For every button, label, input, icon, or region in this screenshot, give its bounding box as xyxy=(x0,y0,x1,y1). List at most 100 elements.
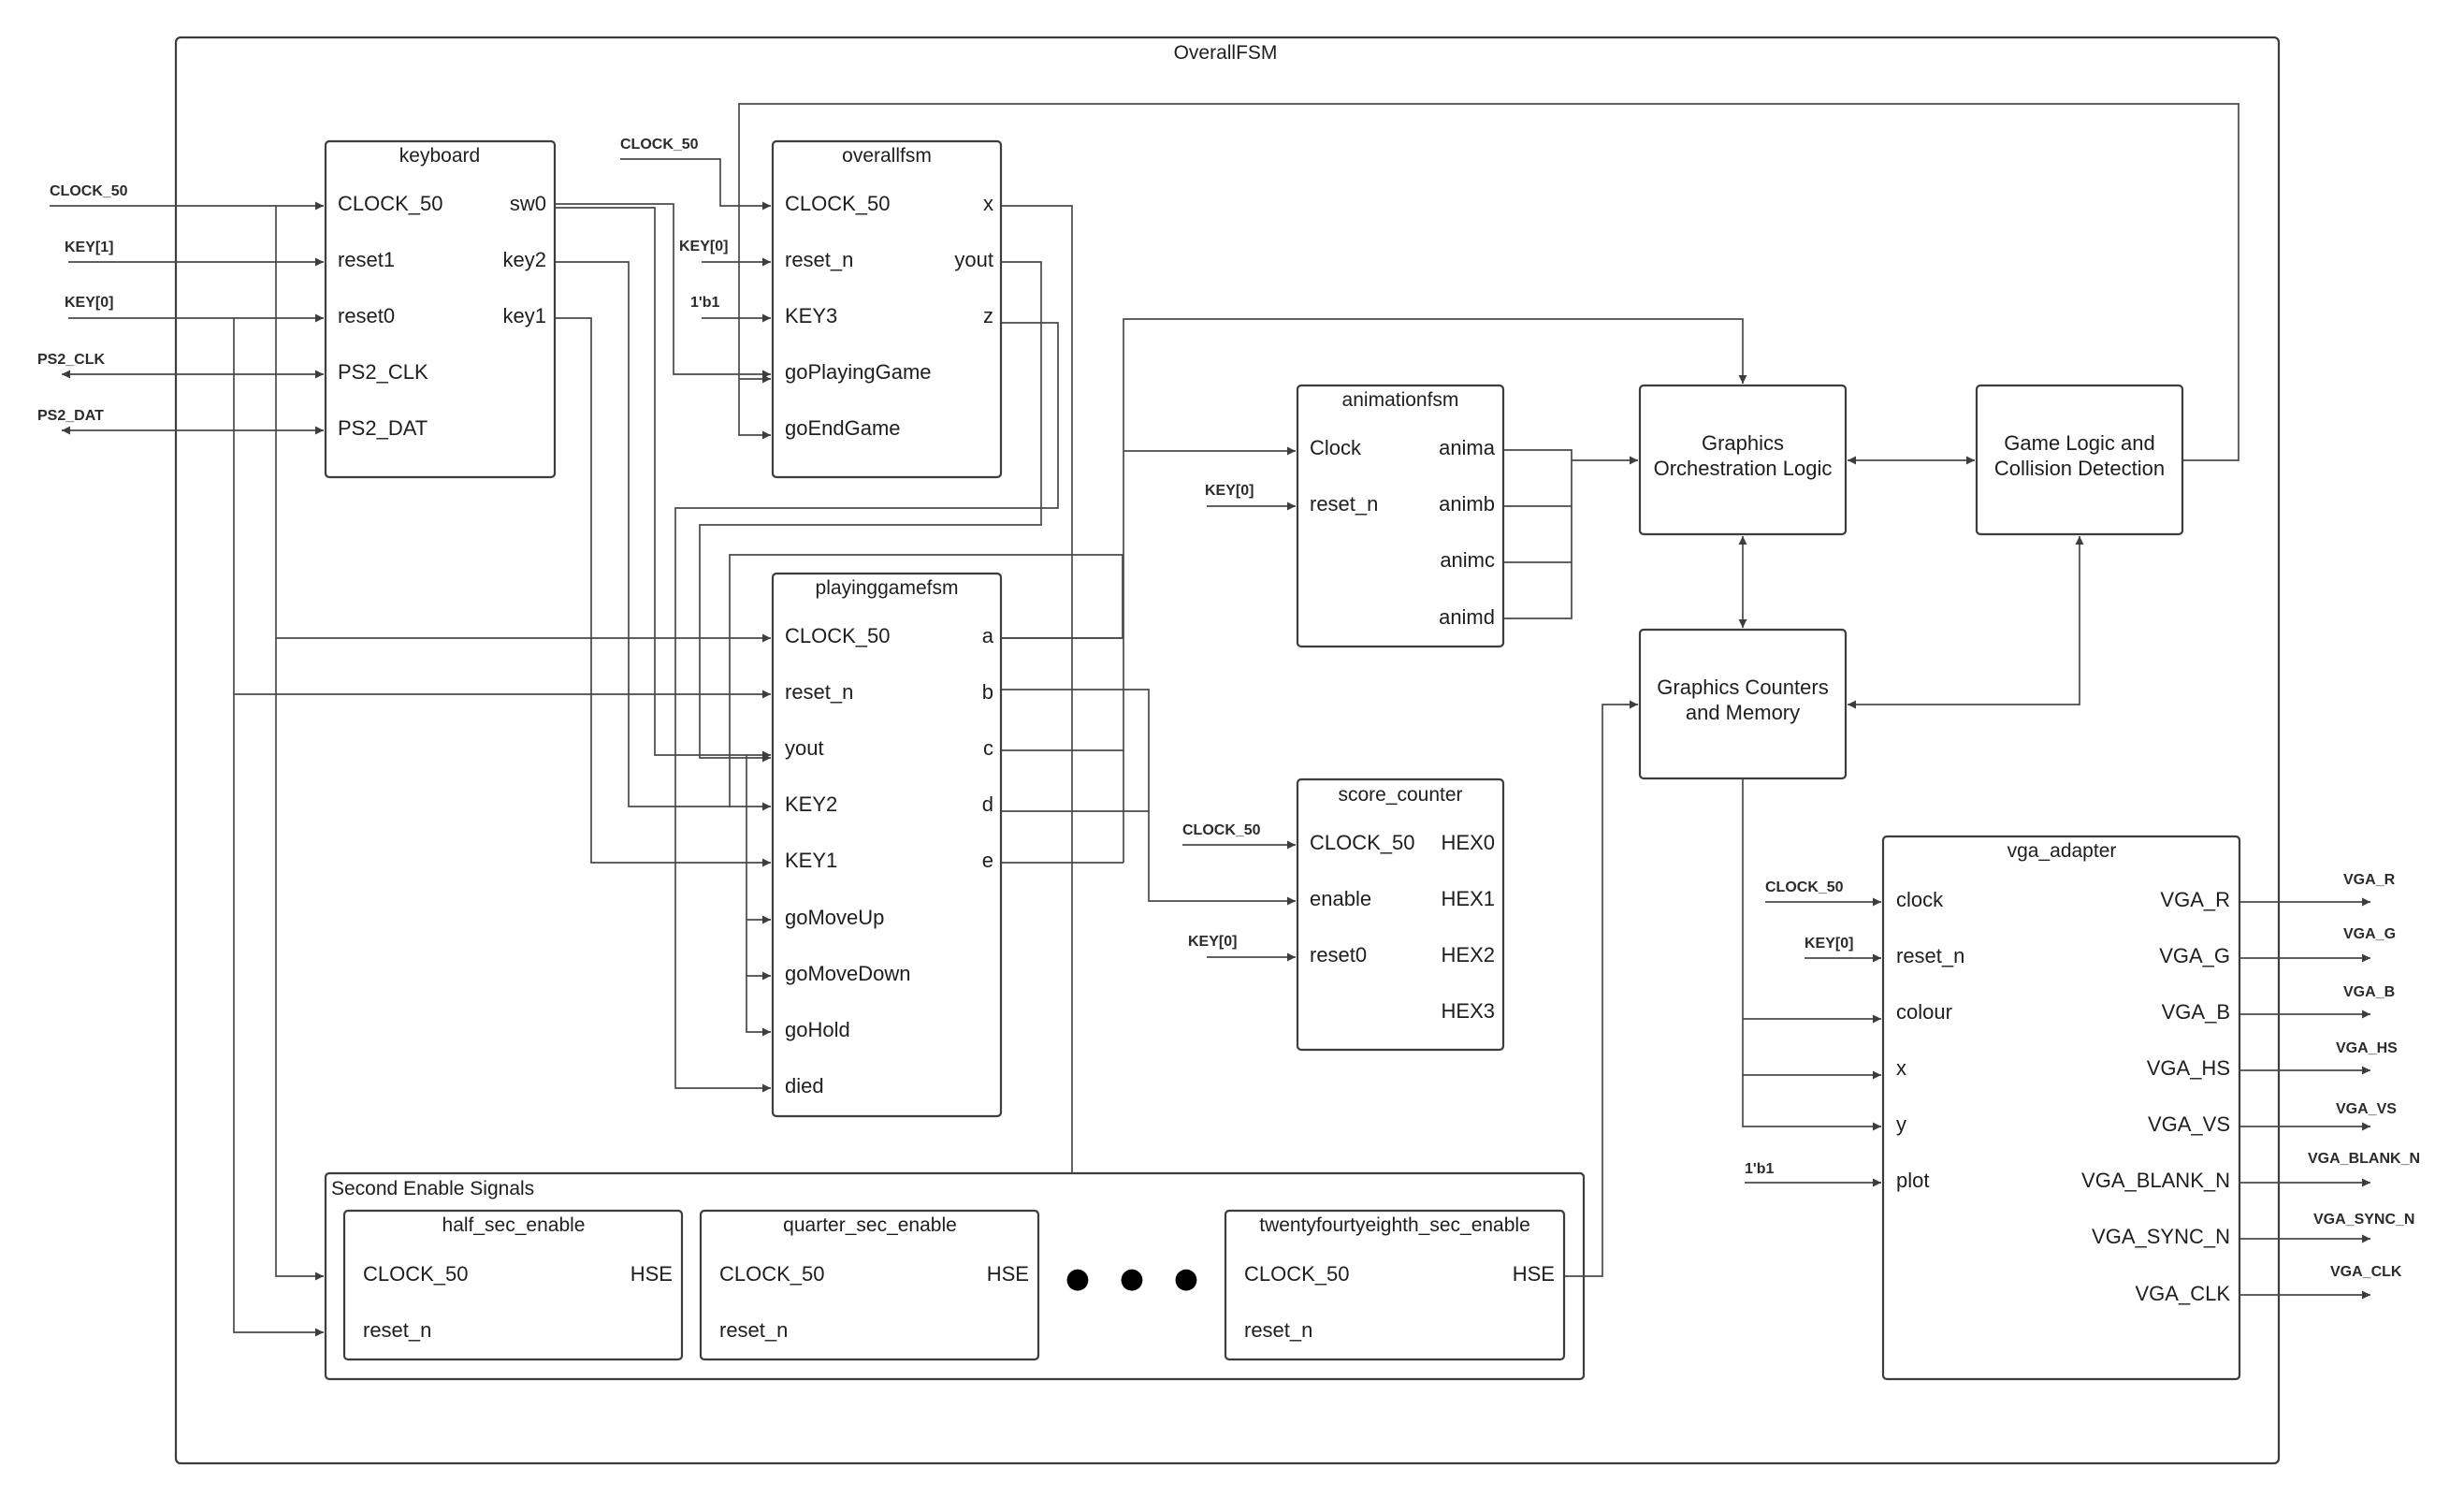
signal-label: CLOCK_50 xyxy=(1765,879,1844,895)
animationfsm-port-out: animc xyxy=(1440,548,1495,572)
vga-port-in: reset_n xyxy=(1896,944,1964,967)
vga-port-in: clock xyxy=(1896,888,1944,911)
twentyfourtyeighth-sec-enable-box xyxy=(1224,1209,1566,1361)
signal-label: VGA_CLK xyxy=(2330,1264,2402,1280)
enable-port-in: reset_n xyxy=(1244,1318,1312,1342)
keyboard-port-in: reset1 xyxy=(338,248,395,271)
enable-module-title: quarter_sec_enable xyxy=(783,1214,957,1236)
playinggamefsm-port-in: goMoveUp xyxy=(785,906,884,929)
score-counter-box xyxy=(1296,778,1505,1052)
enable-port-in: CLOCK_50 xyxy=(363,1262,469,1286)
score-counter-port-out: HEX0 xyxy=(1442,831,1495,854)
playinggamefsm-port-out: b xyxy=(982,680,993,704)
vga-port-out: VGA_R xyxy=(2160,888,2230,911)
animationfsm-port-out: animb xyxy=(1439,492,1495,516)
wire xyxy=(233,318,324,1337)
score-counter-port-out: HEX1 xyxy=(1442,887,1495,910)
overallfsm-port-in: reset_n xyxy=(785,248,853,271)
graphics-orchestration-label: Orchestration Logic xyxy=(1654,457,1833,480)
signal-label: VGA_HS xyxy=(2336,1040,2398,1056)
overallfsm-port-in: goPlayingGame xyxy=(785,360,932,384)
wire xyxy=(1742,779,1881,1131)
keyboard-port-out: key1 xyxy=(503,304,546,327)
wire xyxy=(1002,205,1073,1173)
overallfsm-port-in: CLOCK_50 xyxy=(785,192,891,215)
score-counter-port-in: enable xyxy=(1310,887,1371,910)
vga-port-out: VGA_VS xyxy=(2148,1112,2230,1136)
signal-label: PS2_DAT xyxy=(37,408,104,424)
signal-label: CLOCK_50 xyxy=(620,137,699,153)
ellipsis-dot: ● xyxy=(1120,1262,1144,1295)
container-title: OverallFSM xyxy=(1174,42,1278,64)
graphics-orchestration-label: Graphics xyxy=(1702,431,1784,455)
signal-label: KEY[0] xyxy=(1188,934,1237,950)
enable-port-out: HSE xyxy=(1513,1262,1555,1286)
playinggamefsm-port-in: goMoveDown xyxy=(785,962,911,985)
vga-port-in: y xyxy=(1896,1112,1906,1136)
animationfsm-box xyxy=(1296,384,1505,648)
graphics-counters-label: and Memory xyxy=(1686,701,1800,724)
keyboard-port-in: reset0 xyxy=(338,304,395,327)
graphics-counters-label: Graphics Counters xyxy=(1657,676,1828,699)
playinggamefsm-port-in: CLOCK_50 xyxy=(785,624,891,647)
wire xyxy=(1848,536,2084,709)
enable-group-title: Second Enable Signals xyxy=(331,1178,534,1199)
wire xyxy=(1002,689,1296,906)
wire xyxy=(1504,449,1573,619)
overallfsm-box xyxy=(771,139,1003,479)
overallfsm-title: overallfsm xyxy=(842,145,932,167)
game-logic-box xyxy=(1975,384,2184,536)
playinggamefsm-port-in: died xyxy=(785,1074,824,1097)
score-counter-port-in: CLOCK_50 xyxy=(1310,831,1415,854)
playinggamefsm-port-out: c xyxy=(983,736,993,760)
wire xyxy=(1123,318,1747,863)
keyboard-port-in: PS2_DAT xyxy=(338,416,428,440)
vga-port-in: plot xyxy=(1896,1169,1929,1192)
score-counter-port-in: reset0 xyxy=(1310,943,1367,967)
ellipsis-dot: ● xyxy=(1174,1262,1198,1295)
playinggamefsm-port-out: d xyxy=(982,792,993,816)
enable-module-title: half_sec_enable xyxy=(442,1214,586,1236)
animationfsm-port-in: reset_n xyxy=(1310,492,1378,516)
signal-label: VGA_B xyxy=(2343,984,2395,1000)
wire xyxy=(556,207,771,760)
half-sec-enable-box xyxy=(342,1209,684,1361)
wire xyxy=(738,103,2239,461)
wire xyxy=(556,261,771,811)
keyboard-port-out: key2 xyxy=(503,248,546,271)
signal-label: KEY[0] xyxy=(1805,936,1853,952)
graphics-orchestration-box xyxy=(1638,384,1848,536)
wire xyxy=(746,755,771,1037)
vga-adapter-title: vga_adapter xyxy=(2007,840,2117,862)
score-counter-port-out: HEX3 xyxy=(1442,999,1495,1023)
wire xyxy=(620,158,771,211)
signal-label: KEY[0] xyxy=(1205,483,1254,499)
signal-label: VGA_R xyxy=(2343,872,2396,888)
vga-adapter-box xyxy=(1881,835,2241,1381)
wire xyxy=(275,206,324,1281)
overallfsm-port-out: z xyxy=(983,304,993,327)
signal-label: KEY[0] xyxy=(679,239,728,254)
vga-port-out: VGA_SYNC_N xyxy=(2092,1225,2230,1248)
animationfsm-port-in: Clock xyxy=(1310,436,1362,459)
overallfsm-port-out: x xyxy=(983,192,993,215)
overallfsm-port-in: goEndGame xyxy=(785,416,901,440)
wire xyxy=(556,203,771,379)
keyboard-box xyxy=(324,139,557,479)
graphics-counters-box xyxy=(1638,628,1848,780)
signal-label: VGA_BLANK_N xyxy=(2308,1151,2420,1167)
signal-label: 1'b1 xyxy=(1745,1161,1774,1177)
signal-label: VGA_VS xyxy=(2336,1101,2397,1117)
enable-port-in: CLOCK_50 xyxy=(1244,1262,1350,1286)
overallfsm-port-in: KEY3 xyxy=(785,304,837,327)
playinggamefsm-port-in: goHold xyxy=(785,1018,850,1041)
playinggamefsm-port-in: reset_n xyxy=(785,680,853,704)
quarter-sec-enable-box xyxy=(699,1209,1040,1361)
vga-port-out: VGA_B xyxy=(2162,1000,2230,1024)
signal-label: VGA_G xyxy=(2343,926,2396,942)
animationfsm-port-out: animd xyxy=(1439,605,1495,629)
score-counter-port-out: HEX2 xyxy=(1442,943,1495,967)
wire xyxy=(556,317,771,867)
vga-port-in: colour xyxy=(1896,1000,1952,1024)
keyboard-title: keyboard xyxy=(399,145,480,167)
